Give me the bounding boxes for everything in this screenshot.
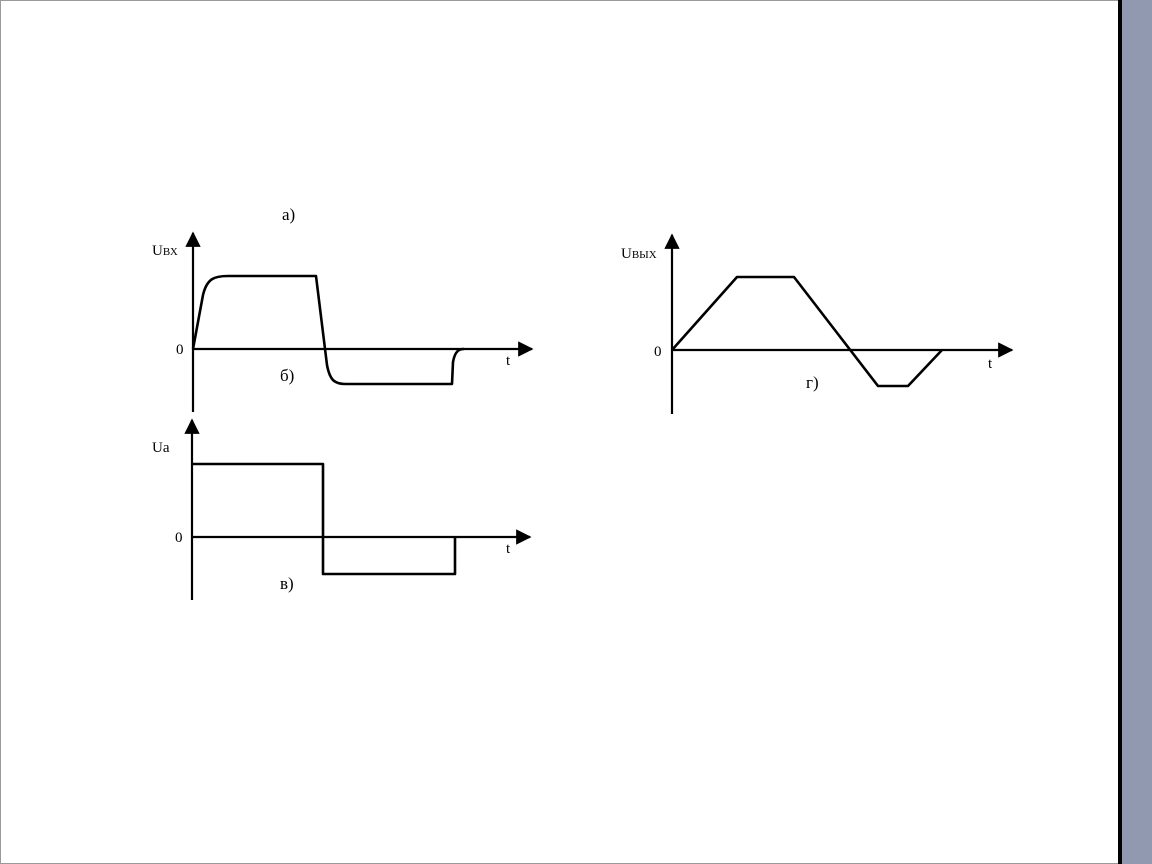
output-waveform — [671, 275, 943, 388]
caption-g: г) — [806, 373, 819, 392]
ua-waveform — [192, 462, 457, 576]
input-waveform — [191, 274, 465, 386]
panel-ua: Ua 0 t в) — [152, 418, 532, 600]
y-axis-label: UВЫХ — [621, 246, 657, 262]
origin-label: 0 — [176, 342, 184, 358]
scrollbar-divider — [1118, 0, 1122, 864]
x-axis-label: t — [988, 356, 993, 372]
origin-label: 0 — [175, 530, 183, 546]
vertical-scrollbar[interactable] — [1122, 0, 1152, 864]
panel-input-voltage: UВХ 0 t б) — [152, 231, 534, 412]
waveform-diagram: а) UВХ 0 t б) Ua 0 t в) UВЫХ 0 t г) — [152, 205, 1014, 600]
origin-label: 0 — [654, 344, 662, 360]
x-axis-label: t — [506, 353, 511, 369]
y-axis-label: Ua — [152, 440, 170, 456]
x-axis-label: t — [506, 541, 511, 557]
caption-v: в) — [280, 574, 294, 593]
caption-b: б) — [280, 366, 294, 385]
panel-output-voltage: UВЫХ 0 t г) — [621, 233, 1014, 414]
caption-a: а) — [282, 205, 295, 224]
y-axis-label: UВХ — [152, 243, 178, 259]
